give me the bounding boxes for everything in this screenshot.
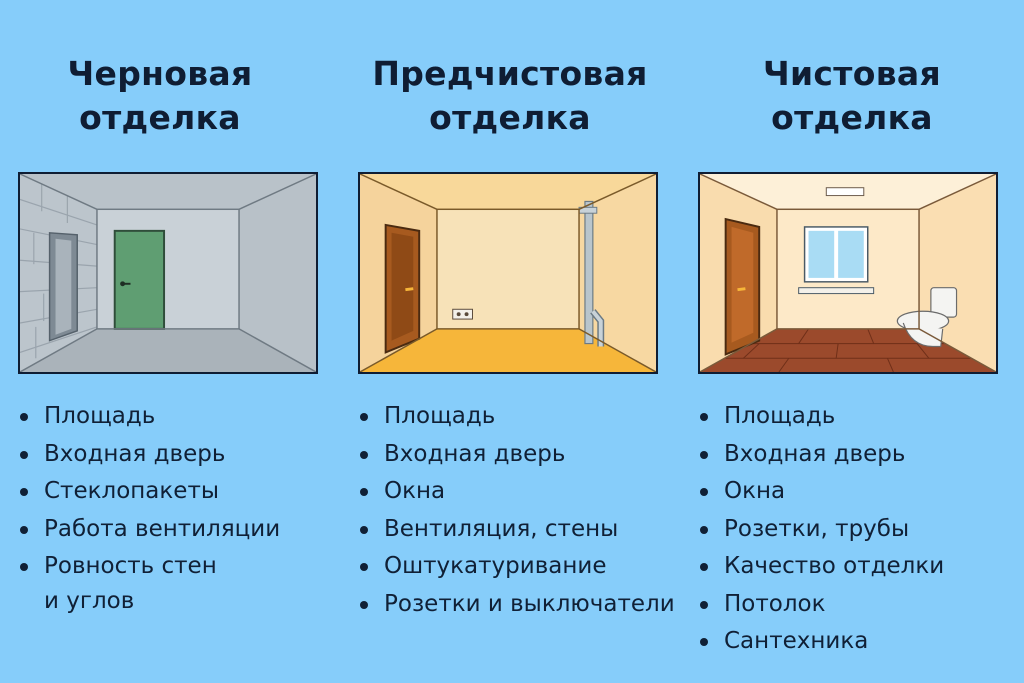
title-prefinish-line2: отделка [429, 98, 591, 137]
list-item-continuation: и углов [44, 587, 135, 614]
list-item: Вентиляция, стены [358, 511, 675, 549]
title-rough-line1: Черновая [67, 54, 253, 93]
list-item: Оштукатуривание [358, 548, 675, 586]
list-item: Входная дверь [698, 436, 944, 474]
list-item: Потолок [698, 586, 944, 624]
list-item: Площадь [358, 398, 675, 436]
list-item: Входная дверь [18, 436, 280, 474]
list-item: Розетки и выключатели [358, 586, 675, 624]
list-item: Работа вентиляции [18, 511, 280, 549]
list-item: Окна [358, 473, 675, 511]
list-item: Розетки, трубы [698, 511, 944, 549]
prefinish-checklist: Площадь Входная дверь Окна Вентиляция, с… [358, 398, 675, 623]
list-item: Сантехника [698, 623, 944, 661]
list-item: Качество отделки [698, 548, 944, 586]
rough-room-illustration [18, 172, 318, 374]
list-item: Площадь [18, 398, 280, 436]
title-prefinish-line1: Предчистовая [372, 54, 648, 93]
list-item: Ровность стен [18, 548, 280, 586]
title-prefinish: Предчистовая отделка [340, 52, 680, 140]
title-finish: Чистовая отделка [680, 52, 1024, 140]
title-finish-line1: Чистовая [763, 54, 941, 93]
pre-finish-room-illustration [358, 172, 658, 374]
finish-room-illustration [698, 172, 998, 374]
list-item: Окна [698, 473, 944, 511]
list-item: Площадь [698, 398, 944, 436]
title-rough-line2: отделка [79, 98, 241, 137]
list-item: Стеклопакеты [18, 473, 280, 511]
title-rough: Черновая отделка [0, 52, 320, 140]
rough-checklist: Площадь Входная дверь Стеклопакеты Работ… [18, 398, 280, 616]
list-item: Входная дверь [358, 436, 675, 474]
finish-checklist: Площадь Входная дверь Окна Розетки, труб… [698, 398, 944, 661]
title-finish-line2: отделка [771, 98, 933, 137]
